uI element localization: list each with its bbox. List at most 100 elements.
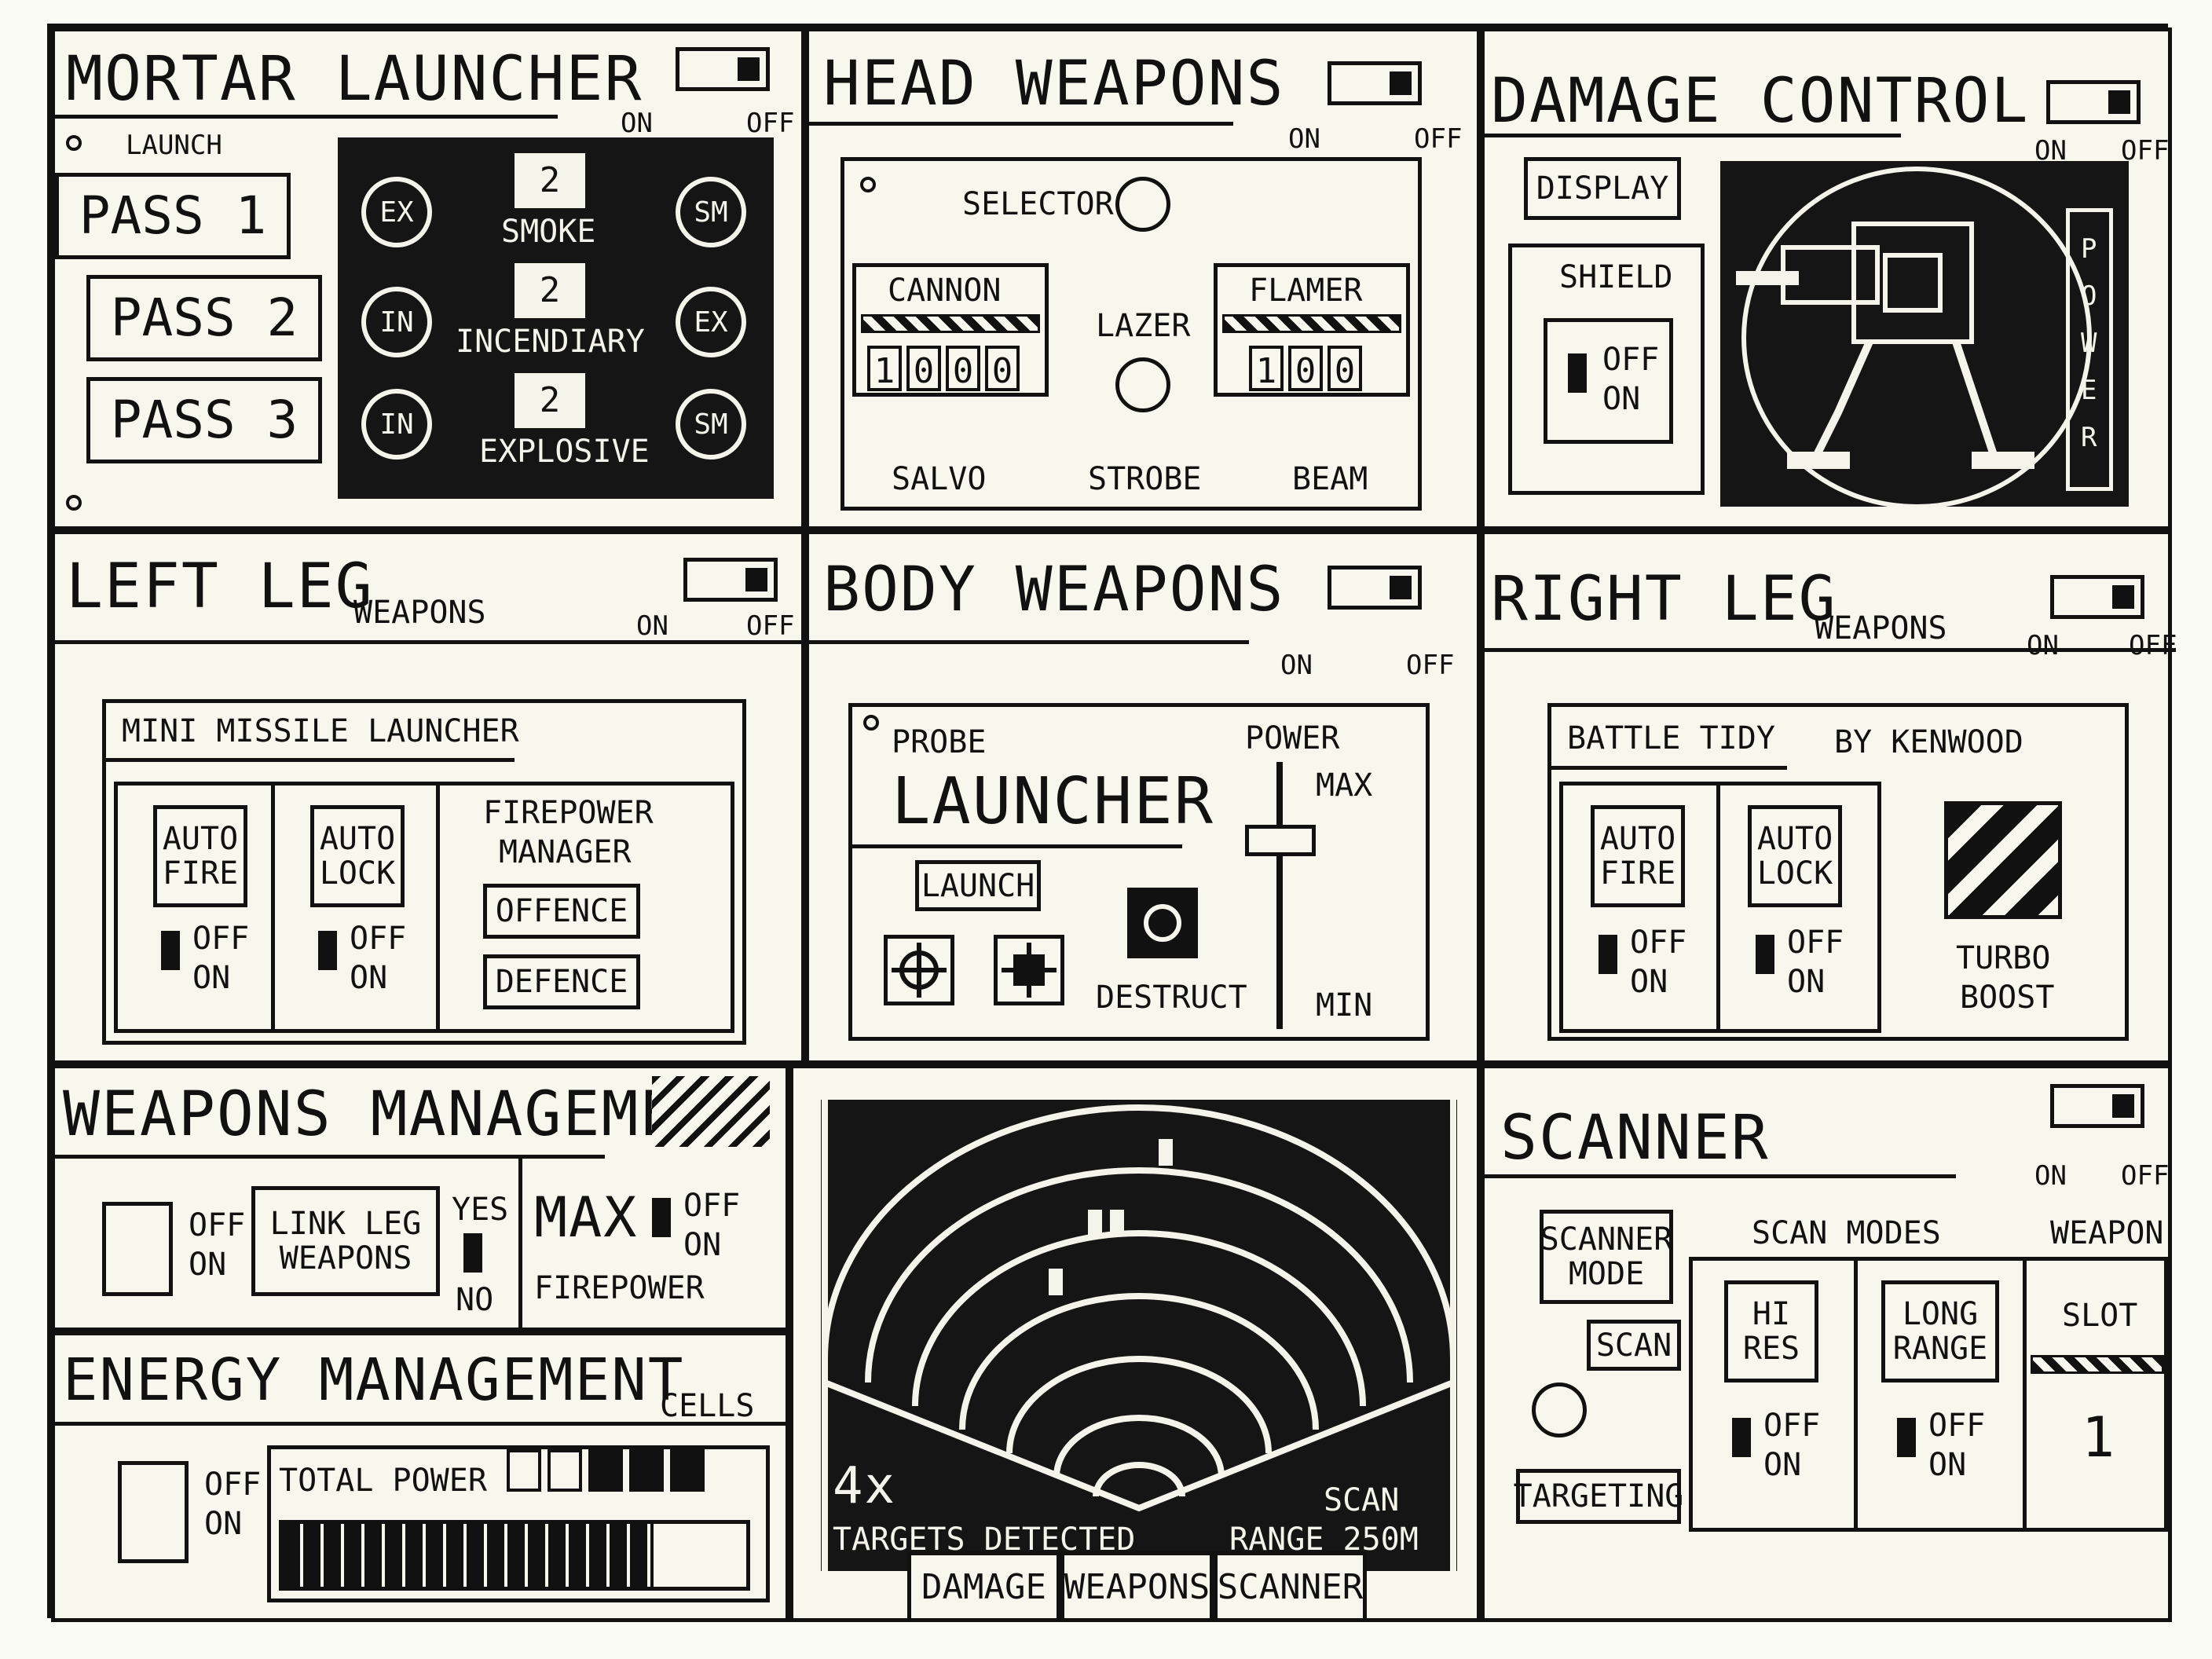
crosshair-icon <box>892 943 947 998</box>
explosive-label: EXPLOSIVE <box>479 434 650 470</box>
head-weapons-panel: HEAD WEAPONS ON OFF SELECTOR CANNON 1 0 … <box>805 27 1481 530</box>
scan-label: SCAN <box>1324 1482 1400 1518</box>
aim-left-button[interactable] <box>884 935 954 1005</box>
ring-sm-right[interactable]: SM <box>676 177 746 247</box>
power-label: POWER <box>1245 720 1340 756</box>
ring-sm-right-2[interactable]: SM <box>676 389 746 460</box>
tab-weapons[interactable]: WEAPONS <box>1060 1551 1214 1622</box>
ring-in-left[interactable]: IN <box>361 287 432 357</box>
auto-fire-switch[interactable] <box>1599 935 1617 974</box>
title-rule <box>55 1422 793 1426</box>
right-leg-power-toggle[interactable] <box>2050 575 2144 619</box>
shield-switch[interactable] <box>1568 353 1587 393</box>
divider <box>1716 782 1720 1033</box>
flamer-module: FLAMER 1 0 0 <box>1214 263 1410 397</box>
scanner-power-toggle[interactable] <box>2050 1084 2144 1128</box>
pass-1-button[interactable]: PASS 1 <box>55 173 291 259</box>
scan-button[interactable]: SCAN <box>1587 1320 1681 1371</box>
module-frame <box>1559 782 1881 1033</box>
auto-fire-switch[interactable] <box>161 931 180 970</box>
title-rule <box>1485 134 1901 137</box>
destruct-button[interactable] <box>1127 888 1198 958</box>
bolt-icon <box>66 495 82 511</box>
target-icon <box>1002 943 1057 998</box>
slot-bar <box>2031 1355 2164 1374</box>
left-leg-power-toggle[interactable] <box>683 558 778 602</box>
link-switch[interactable] <box>463 1233 482 1273</box>
weapons-label: WEAPONS <box>1815 610 1947 646</box>
radar-panel: 4x TARGETS DETECTED SCAN RANGE 250M DAMA… <box>789 1064 1481 1622</box>
hi-res-on: ON <box>1763 1447 1802 1483</box>
auto-fire-on: ON <box>192 960 231 996</box>
power-gauge: P O W E R <box>2066 208 2113 491</box>
on-label: ON <box>2034 135 2067 167</box>
launch-button[interactable]: LAUNCH <box>915 860 1041 911</box>
target-count: 4x <box>833 1457 897 1515</box>
defence-button[interactable]: DEFENCE <box>483 954 640 1009</box>
shield-switch-box[interactable]: OFF ON <box>1544 318 1673 444</box>
off-label: OFF <box>2121 1160 2170 1192</box>
hatch-decoration <box>652 1076 770 1147</box>
ring-ex-left[interactable]: EX <box>361 177 432 247</box>
mortar-power-toggle[interactable] <box>676 47 770 91</box>
max-firepower-switch[interactable] <box>652 1198 671 1237</box>
display-button[interactable]: DISPLAY <box>1524 157 1681 220</box>
mortar-launcher-panel: MORTAR LAUNCHER ON OFF LAUNCH PASS 1 PAS… <box>51 27 805 530</box>
left-leg-panel: LEFT LEG WEAPONS ON OFF MINI MISSILE LAU… <box>51 530 809 1064</box>
offence-button[interactable]: OFFENCE <box>483 884 640 939</box>
body-power-toggle[interactable] <box>1328 566 1422 610</box>
off-label: OFF <box>1406 650 1455 681</box>
ring-in-left-2[interactable]: IN <box>361 389 432 460</box>
power-letter: P <box>2081 233 2097 265</box>
pass-3-button[interactable]: PASS 3 <box>86 377 322 463</box>
power-slider-handle[interactable] <box>1245 825 1316 856</box>
tab-damage[interactable]: DAMAGE <box>907 1551 1060 1622</box>
pass-2-button[interactable]: PASS 2 <box>86 275 322 361</box>
incendiary-label: INCENDIARY <box>456 324 645 360</box>
lazer-label: LAZER <box>1096 308 1191 344</box>
panel-title: DAMAGE CONTROL <box>1491 66 2030 137</box>
aim-right-button[interactable] <box>994 935 1064 1005</box>
energy-master-switch[interactable] <box>118 1461 189 1563</box>
master-off: OFF <box>189 1207 246 1243</box>
turbo-boost-button[interactable] <box>1944 801 2062 919</box>
tab-scanner[interactable]: SCANNER <box>1214 1551 1367 1622</box>
damage-power-toggle[interactable] <box>2046 80 2141 124</box>
selector-knob[interactable] <box>1115 177 1170 232</box>
scanner-dial[interactable] <box>1532 1382 1587 1437</box>
divider <box>271 782 275 1033</box>
no-label: NO <box>456 1282 494 1318</box>
lazer-knob[interactable] <box>1115 357 1170 412</box>
selector-label: SELECTOR <box>962 186 1114 222</box>
head-power-toggle[interactable] <box>1328 61 1422 105</box>
cannon-module: CANNON 1 0 0 0 <box>852 263 1049 397</box>
energy-cell <box>507 1449 541 1492</box>
weapons-master-switch[interactable] <box>102 1202 173 1296</box>
hi-res-off: OFF <box>1763 1408 1821 1444</box>
beam-button[interactable]: BEAM <box>1292 461 1368 497</box>
panel-title: HEAD WEAPONS <box>823 49 1285 119</box>
salvo-button[interactable]: SALVO <box>892 461 987 497</box>
power-letter: R <box>2081 422 2097 453</box>
max-label: MAX <box>1316 767 1373 804</box>
auto-lock-switch[interactable] <box>1756 935 1774 974</box>
energy-cell <box>588 1449 623 1492</box>
ring-ex-right[interactable]: EX <box>676 287 746 357</box>
long-range-switch[interactable] <box>1897 1418 1916 1457</box>
control-sheet: MORTAR LAUNCHER ON OFF LAUNCH PASS 1 PAS… <box>47 24 2177 1622</box>
strobe-button[interactable]: STROBE <box>1088 461 1202 497</box>
auto-lock-switch[interactable] <box>318 931 337 970</box>
targets-detected-label: TARGETS DETECTED <box>833 1522 1136 1558</box>
panel-title: SCANNER <box>1500 1103 1770 1174</box>
panel-title: LEFT LEG <box>66 551 374 622</box>
targeting-button[interactable]: TARGETING <box>1514 1469 1683 1524</box>
hi-res-switch[interactable] <box>1732 1418 1751 1457</box>
